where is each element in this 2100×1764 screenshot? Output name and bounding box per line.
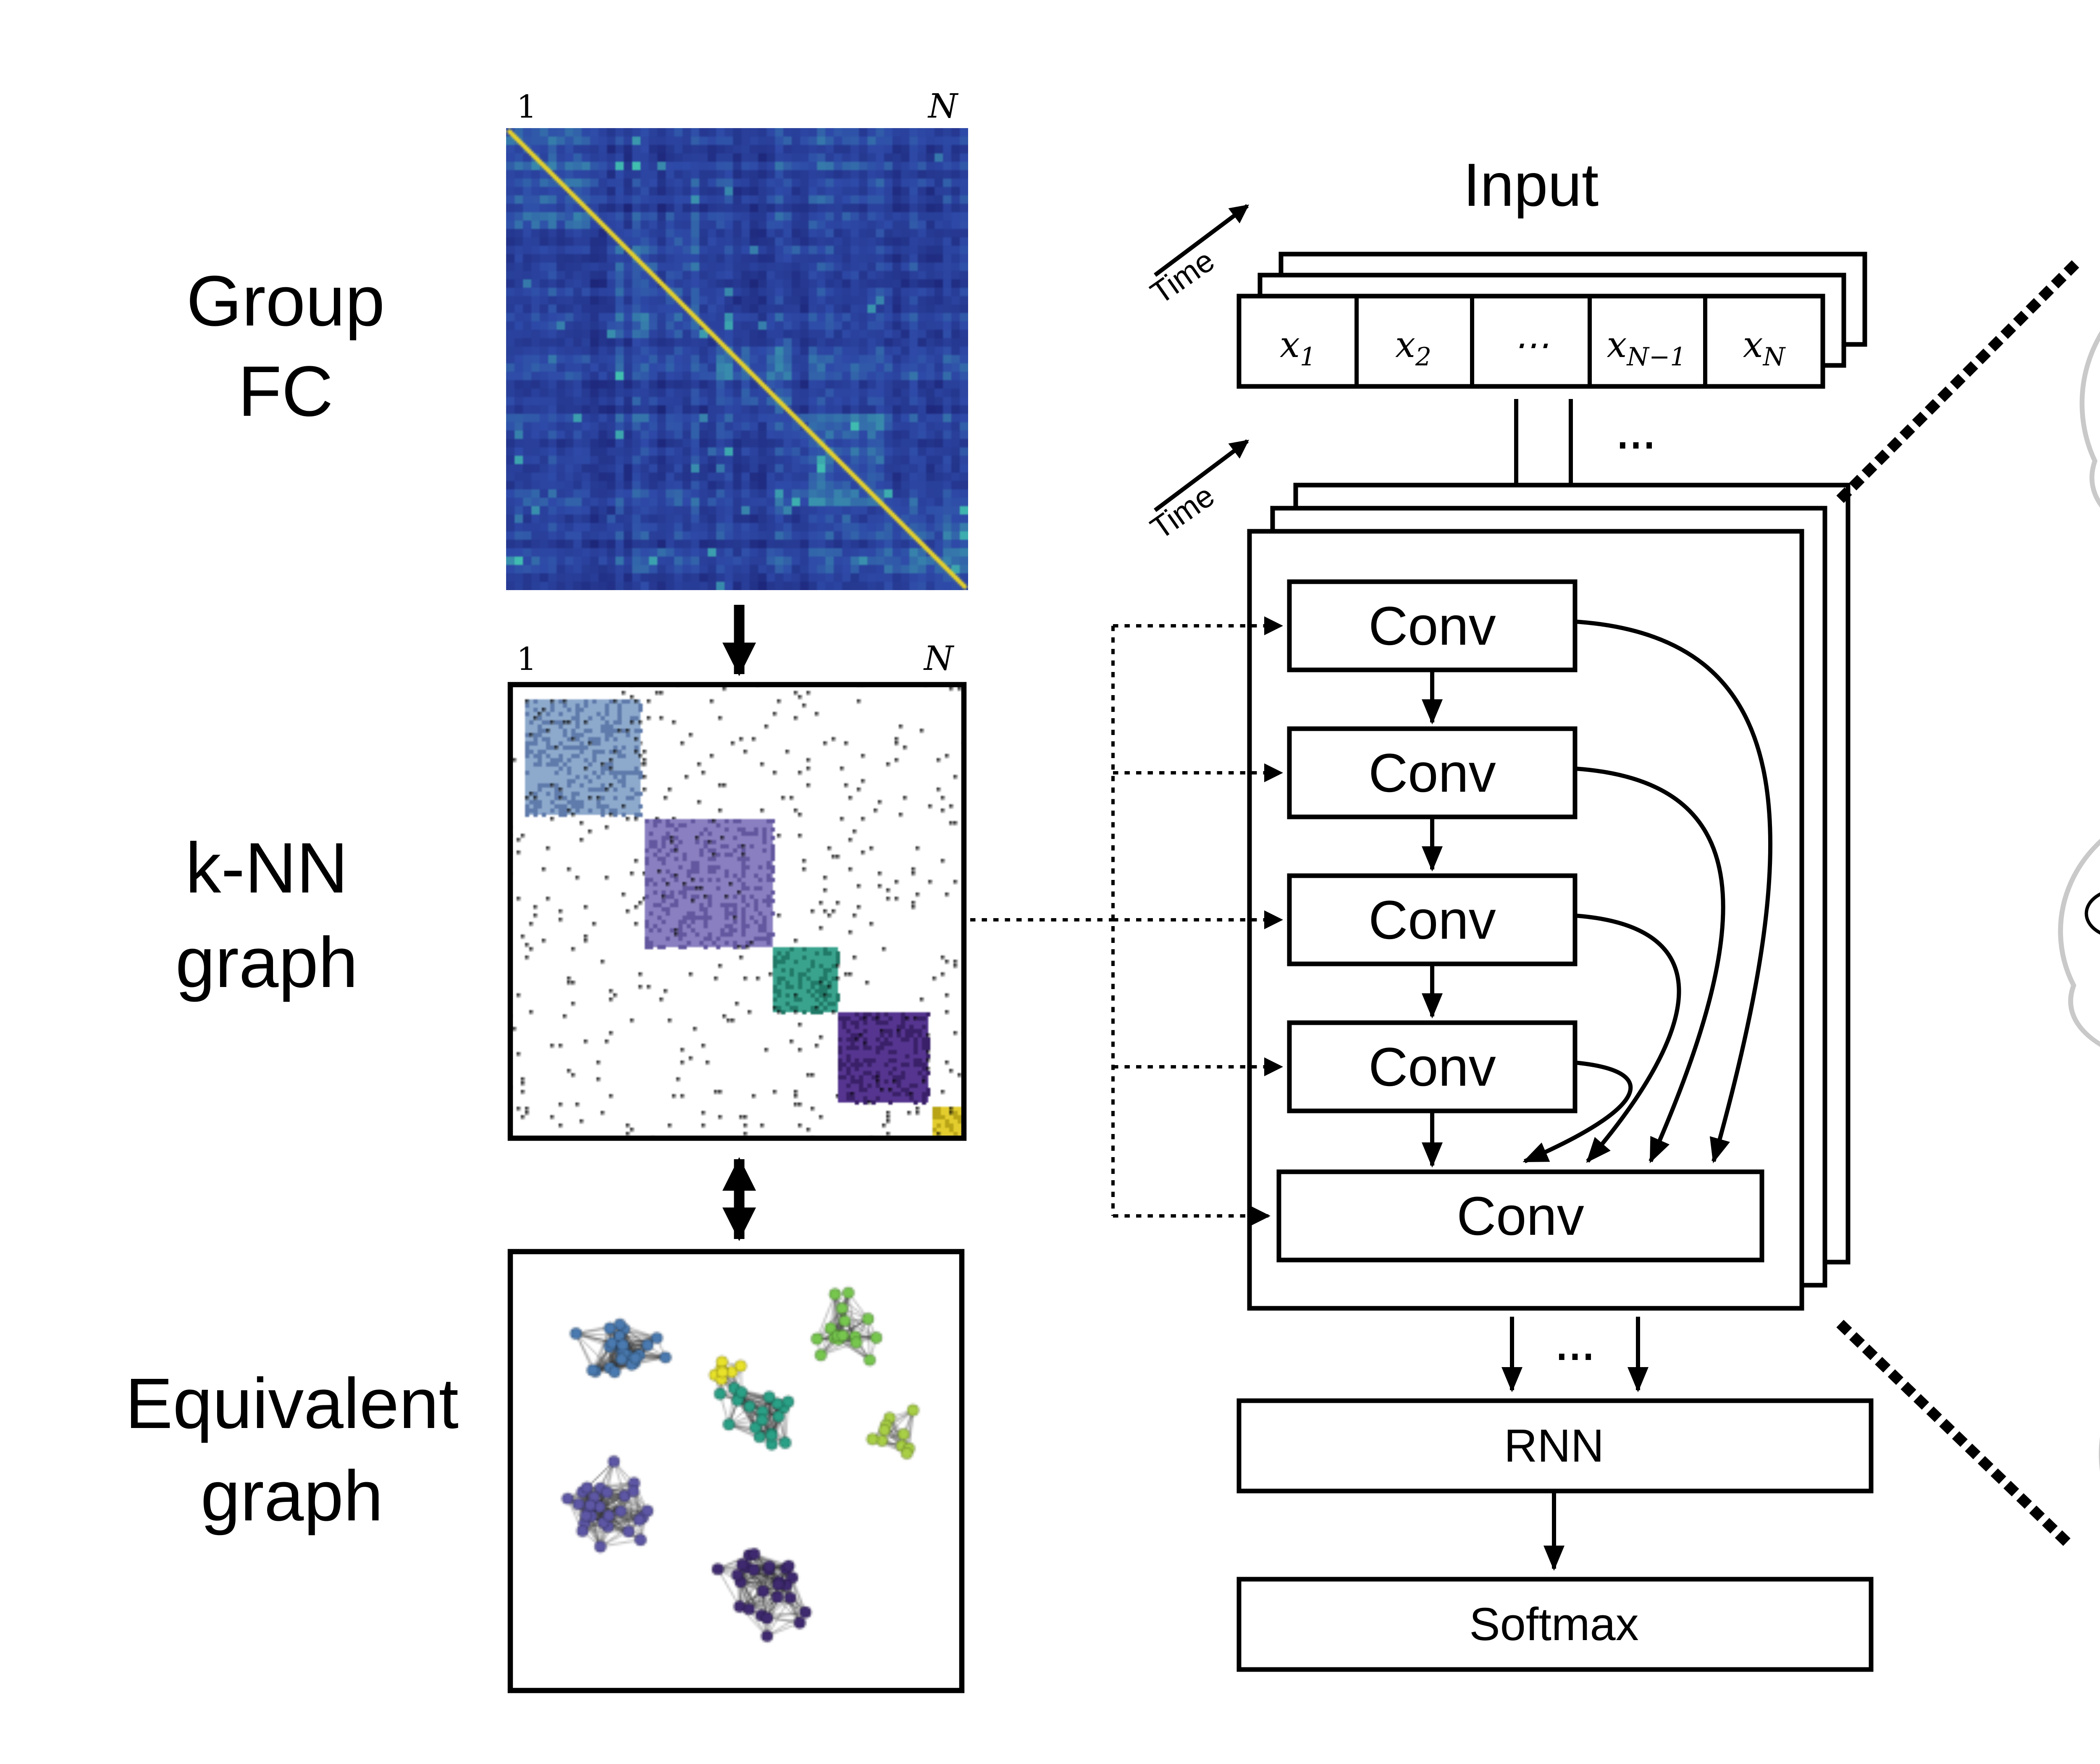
fc-corner-1: 1 [517,88,537,125]
skip-connection-4 [1522,1060,1633,1163]
group-fc-matrix [506,128,968,590]
knn-corner-n: N [923,639,955,678]
rnn-box [1236,1398,1874,1494]
equivalent-label-line1: Equivalent [125,1364,459,1444]
brain-graph-middle [2084,892,2100,935]
conv-box-3 [1287,873,1578,966]
skip-connection-2 [1575,766,1725,1163]
cell-sub: N−1 [1626,342,1686,372]
input-cell-xn: xN [1743,324,1786,372]
knn-label-line2: graph [176,923,358,1003]
knn-corner-1: 1 [517,640,537,677]
skip-connection-1 [1575,620,1773,1163]
softmax-label: Softmax [1469,1599,1638,1650]
cell-base: x [1607,324,1627,366]
group-fc-label-line1: Group [186,261,385,341]
cell-base: ⋯ [1513,324,1549,366]
time-arrow-bottom [1154,439,1249,512]
input-cell-x1: x1 [1280,324,1316,372]
cell-base: x [1395,324,1415,366]
brain-outline-middle [2061,717,2100,1155]
equivalent-graph-plot [508,1250,964,1693]
cell-sub: N [1762,342,1786,372]
conv-label-3: Conv [1368,889,1496,950]
conv-box-5 [1276,1169,1764,1263]
graph-node-white [2084,892,2100,935]
input-cell-dots: ⋯ [1513,324,1549,366]
cell-base: x [1743,324,1763,366]
input-sheet-front [1236,294,1825,389]
time-arrow-top [1154,204,1249,277]
knn-graph-matrix [508,682,966,1140]
input-cell-xn1: xN−1 [1607,324,1686,372]
cell-base: x [1280,324,1300,366]
fc-corner-n: N [927,87,959,126]
equivalent-graph-border [507,1249,965,1693]
conv-label-4: Conv [1368,1036,1496,1097]
input-stack-ellipsis: ⋯ [1616,422,1656,467]
skip-connection-3 [1575,914,1681,1163]
cell-sub: 1 [1300,342,1316,372]
conv-output-ellipsis: ⋯ [1555,1334,1595,1378]
brain-outline-top [2082,176,2100,641]
dotted-link-bottom [1836,1320,2082,1557]
equivalent-label-line2: graph [201,1456,383,1536]
rnn-label: RNN [1504,1420,1604,1472]
knn-label-line1: k-NN [185,828,348,908]
group-fc-label-line2: FC [238,352,333,431]
input-cell-x2: x2 [1395,324,1431,372]
cell-sub: 2 [1415,342,1431,372]
input-title: Input [1463,151,1599,219]
conv-label-5: Conv [1457,1185,1584,1247]
knn-matrix-border [507,682,967,1141]
softmax-box [1236,1577,1874,1672]
conv-label-1: Conv [1368,595,1496,656]
conv-label-2: Conv [1368,742,1496,803]
dotted-link-top [1836,257,2082,503]
